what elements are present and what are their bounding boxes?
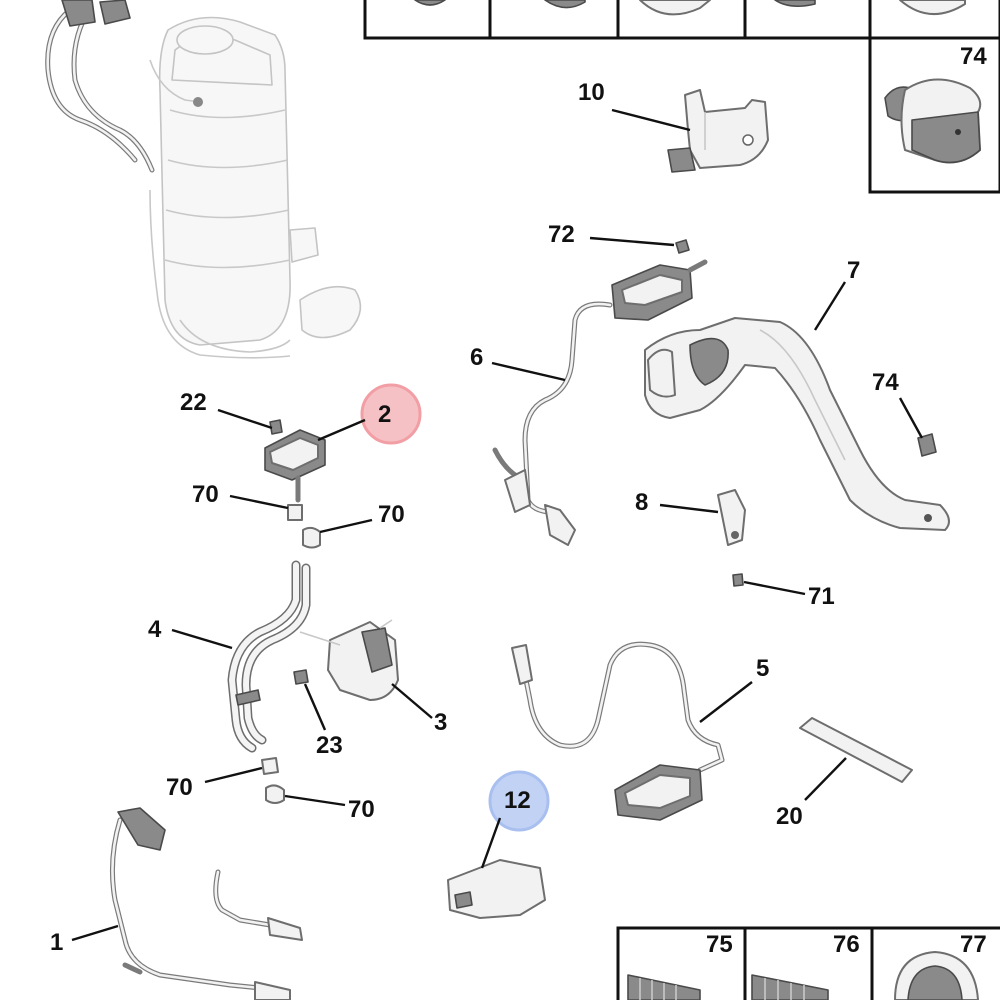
part-5-sensor-wire: [511, 641, 725, 821]
callout-1: 1: [50, 929, 63, 956]
parts-box-74: 74: [868, 36, 1000, 194]
callout-74-right: 74: [872, 369, 899, 396]
screw-icon: [627, 974, 701, 1000]
part-4-pipe: [227, 560, 311, 753]
part-1-harness: [109, 807, 303, 1000]
part-3-bracket: [299, 619, 399, 701]
clip-icon: [414, 0, 446, 6]
highlight-part-12: [488, 770, 550, 832]
clip-icon: [774, 0, 816, 8]
clip-icon: [261, 757, 279, 775]
clip-icon: [287, 504, 303, 521]
callout-74-box: 74: [960, 43, 987, 70]
clip-icon: [917, 433, 937, 457]
screw-icon: [751, 974, 829, 1000]
callout-70-b: 70: [378, 501, 405, 528]
hose-clamp-icon: [894, 951, 979, 1000]
part-10-bracket: [667, 89, 769, 173]
part-12-bracket: [447, 859, 546, 919]
hose-clamp-icon: [899, 0, 966, 16]
screw-icon: [675, 239, 690, 254]
callout-2: 2: [378, 401, 391, 428]
callout-3: 3: [434, 709, 447, 736]
clip-icon: [639, 0, 711, 16]
top-parts-strip: [363, 0, 1000, 40]
part-7-bracket: [644, 317, 950, 531]
callout-75: 75: [706, 931, 733, 958]
callout-12: 12: [504, 787, 531, 814]
bottom-parts-boxes: 75 76 77: [616, 926, 1000, 1000]
callout-8: 8: [635, 489, 648, 516]
part-6-sensor-tube: [492, 259, 708, 546]
box-frame: [868, 36, 1000, 194]
callout-70-d: 70: [348, 796, 375, 823]
screw-icon: [293, 669, 309, 685]
clip-icon: [544, 0, 586, 9]
top-strip-frame: [363, 0, 1000, 40]
callout-4: 4: [148, 616, 162, 643]
particulate-filter-assembly: [45, 0, 362, 359]
callout-5: 5: [756, 655, 769, 682]
part-20-rod: [799, 717, 913, 783]
callout-6: 6: [470, 344, 483, 371]
clip-icon: [302, 526, 321, 549]
clip-icon: [265, 784, 285, 804]
push-rivet-icon: [884, 78, 982, 164]
callout-7: 7: [847, 257, 860, 284]
callout-70-a: 70: [192, 481, 219, 508]
callout-22: 22: [180, 389, 207, 416]
leader-lines: [71, 108, 924, 942]
callout-70-c: 70: [166, 774, 193, 801]
callout-72: 72: [548, 221, 575, 248]
callout-20: 20: [776, 803, 803, 830]
callout-10: 10: [578, 79, 605, 106]
callout-labels: 10 72 7 6 74 22 2 70 70 8 71 4 3 23 5 70…: [50, 79, 899, 956]
highlight-part-2: [360, 383, 422, 445]
callout-23: 23: [316, 732, 343, 759]
bottom-boxes-frame: [616, 926, 1000, 1000]
part-8-bracket: [717, 489, 746, 546]
callout-77: 77: [960, 931, 987, 958]
screw-icon: [732, 573, 744, 587]
callout-71: 71: [808, 583, 835, 610]
screw-icon: [269, 419, 283, 435]
callout-76: 76: [833, 931, 860, 958]
part-2-sensor: [264, 429, 326, 503]
